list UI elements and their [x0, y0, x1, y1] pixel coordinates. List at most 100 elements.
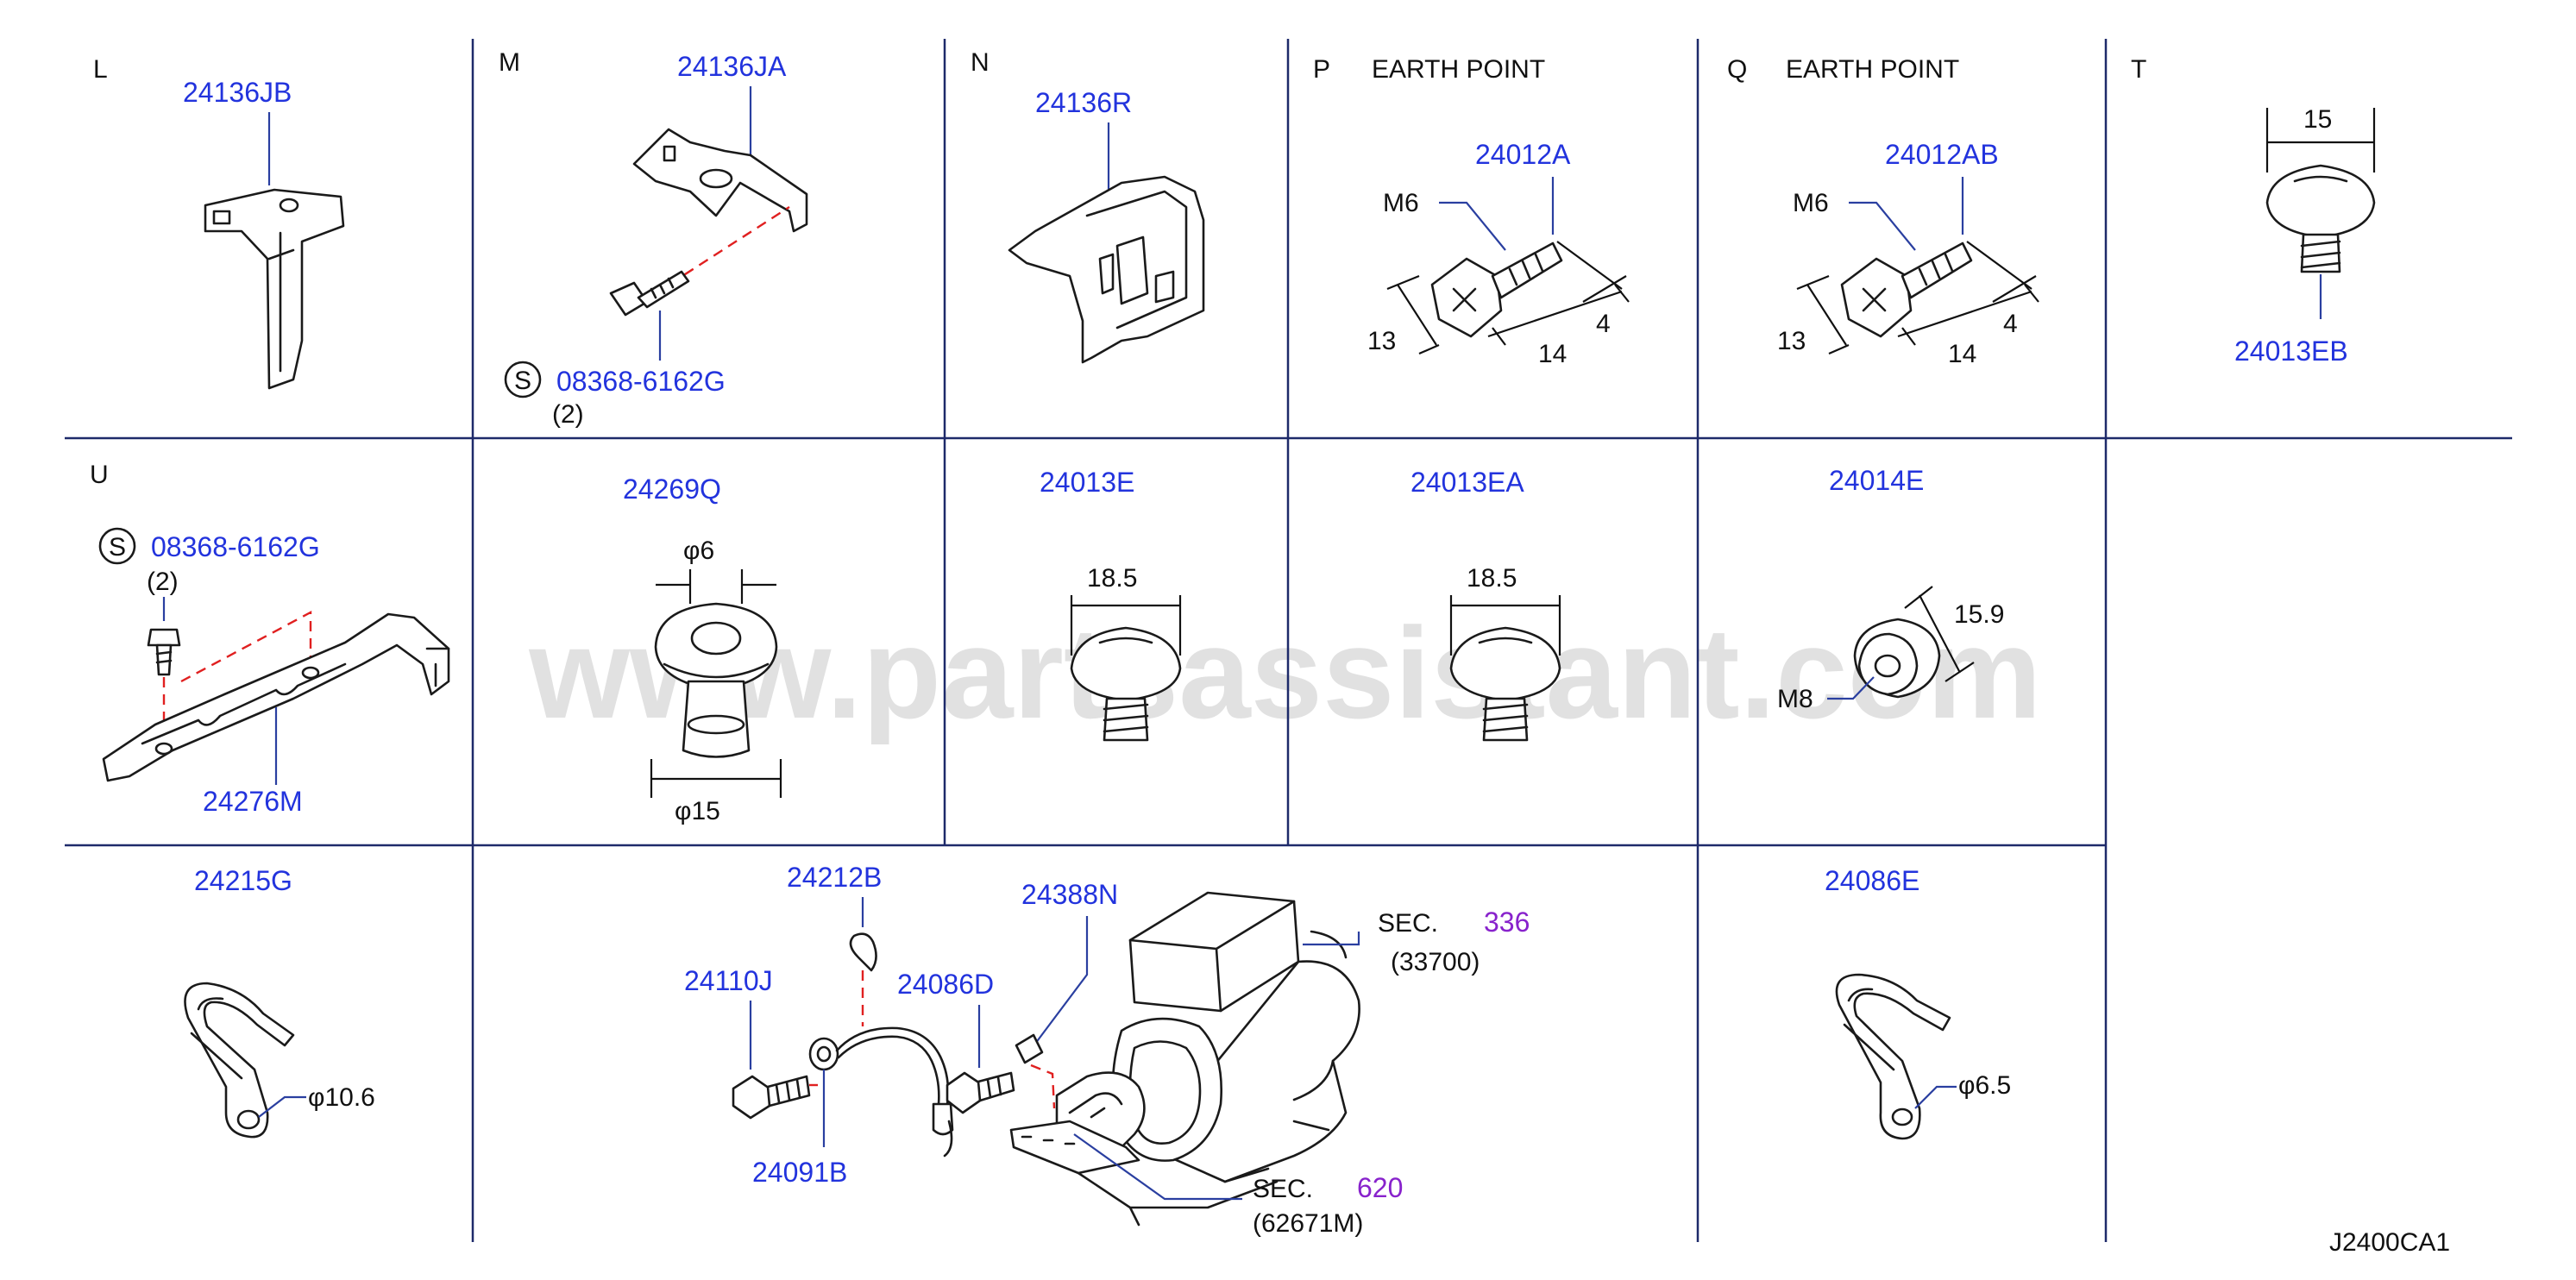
push-clip-drawing — [1070, 626, 1182, 742]
bolt2-drawing — [946, 1071, 1015, 1114]
part-number[interactable]: 24215G — [194, 865, 292, 896]
watermark: www.partsassistant.com — [528, 600, 2041, 745]
dim-line — [1070, 595, 1182, 656]
dim-line — [1966, 241, 2037, 303]
cable-tie-drawing — [849, 932, 877, 972]
quantity: (2) — [147, 568, 179, 596]
harness-clamp-drawing — [1835, 973, 1951, 1140]
thread-size: M6 — [1383, 189, 1419, 217]
screw-drawing — [609, 270, 690, 317]
push-clip-drawing — [2265, 164, 2376, 273]
dim-line — [656, 569, 776, 604]
dim-line — [1487, 284, 1630, 346]
screw-drawing — [147, 628, 181, 676]
bracket-24136ja-drawing — [632, 128, 808, 233]
dim-value: 18.5 — [1467, 564, 1517, 593]
dim-line — [1904, 586, 1975, 682]
dim-value: 15 — [2303, 105, 2332, 134]
part-number[interactable]: 24013EA — [1411, 467, 1524, 498]
dim-value: 14 — [1948, 340, 1976, 368]
dim-value: φ6 — [683, 536, 714, 565]
leader-line — [1073, 1133, 1242, 1201]
dim-value: φ6.5 — [1958, 1071, 2011, 1100]
part-number[interactable]: 24013EB — [2234, 336, 2348, 367]
leader-line — [1914, 1085, 1957, 1109]
cell-l: L 24136JB — [93, 55, 345, 390]
part-number[interactable]: 24136JA — [677, 51, 787, 82]
sec-number[interactable]: 620 — [1357, 1172, 1403, 1203]
bolt-drawing — [732, 1075, 811, 1120]
screw-part-number[interactable]: 08368-6162G — [556, 366, 726, 397]
leader-line — [1303, 932, 1360, 946]
part-number[interactable]: 24136R — [1035, 87, 1132, 118]
dim-line — [1897, 284, 2039, 346]
cell-letter: M — [499, 48, 520, 77]
part-number[interactable]: 24012AB — [1885, 139, 1999, 170]
screw-symbol-circle — [98, 527, 136, 565]
leader-line — [1827, 676, 1875, 700]
screw-part-number[interactable]: 08368-6162G — [151, 531, 320, 562]
screw-symbol: S — [514, 367, 531, 395]
ring-part-number[interactable]: 24091B — [752, 1157, 847, 1188]
dim-value: 13 — [1367, 327, 1396, 355]
cell-grommet: 24269Q φ6 φ15 — [623, 474, 782, 825]
dim-line — [1796, 274, 1850, 355]
cell-letter: L — [93, 55, 108, 84]
cell-letter: U — [90, 461, 109, 489]
cell-t: T 15 24013EB — [2131, 55, 2376, 367]
dim-value: φ15 — [675, 797, 720, 825]
cell-letter: N — [971, 48, 990, 77]
screw-symbol-circle — [504, 361, 542, 398]
thread-size: M6 — [1793, 189, 1829, 217]
sec-number[interactable]: 336 — [1484, 907, 1530, 938]
sec-subref: (33700) — [1391, 948, 1480, 976]
clip-part-number[interactable]: 24388N — [1021, 879, 1118, 910]
dim-line — [1449, 595, 1561, 656]
part-number[interactable]: 24014E — [1829, 465, 1924, 496]
part-number[interactable]: 24136JB — [183, 77, 292, 108]
bolt-part-number[interactable]: 24110J — [684, 965, 773, 996]
clip-nut-drawing — [1853, 618, 1941, 699]
sec-label: SEC. — [1253, 1175, 1313, 1203]
cell-m: M 24136JA S 08368-6162G (2) — [499, 48, 808, 429]
cell-nut-24014e: 24014E 15.9 M8 — [1777, 465, 2004, 713]
dim-line — [1556, 241, 1627, 303]
screw-symbol: S — [109, 533, 126, 562]
part-number[interactable]: 24012A — [1475, 139, 1571, 170]
dim-value: φ10.6 — [308, 1083, 375, 1112]
leader-line — [1439, 201, 1506, 251]
ground-cable-drawing — [808, 1026, 954, 1158]
bolt2-part-number[interactable]: 24086D — [897, 969, 994, 1000]
cell-ground-assembly: 24212B 24110J 24091B 24086D 243 — [684, 862, 1530, 1238]
cell-q: Q EARTH POINT 24012AB M6 13 14 4 — [1727, 55, 2039, 368]
cell-u: U S 08368-6162G (2) 24276M — [90, 461, 450, 817]
harness-clip-drawing — [1015, 1033, 1044, 1064]
sec-label: SEC. — [1378, 909, 1438, 938]
leader-line — [1849, 201, 1916, 251]
dim-line — [1386, 274, 1440, 355]
part-number[interactable]: 24086E — [1825, 865, 1919, 896]
part-number[interactable]: 24269Q — [623, 474, 721, 505]
earth-bolt-drawing — [1840, 242, 1973, 338]
dim-value: 14 — [1538, 340, 1567, 368]
cell-clip-24013e: 24013E 18.5 — [1040, 467, 1182, 742]
fastening-line — [1030, 1064, 1056, 1109]
cell-clamp-24215g: 24215G φ10.6 — [184, 865, 375, 1139]
part-number[interactable]: 24013E — [1040, 467, 1134, 498]
tie-part-number[interactable]: 24212B — [787, 862, 882, 893]
transfer-case-drawing — [1009, 891, 1360, 1227]
cell-p: P EARTH POINT 24012A M6 13 14 4 — [1313, 55, 1630, 368]
dim-value: 4 — [1596, 310, 1611, 338]
thread-size: M8 — [1777, 685, 1813, 713]
cell-clamp-24086e: 24086E φ6.5 — [1825, 865, 2011, 1140]
cell-title: EARTH POINT — [1372, 55, 1545, 84]
cell-letter: T — [2131, 55, 2146, 84]
sec-subref: (62671M) — [1253, 1209, 1363, 1238]
earth-bolt-drawing — [1430, 242, 1563, 338]
part-number[interactable]: 24276M — [203, 786, 303, 817]
grommet-drawing — [654, 602, 778, 758]
dim-value: 18.5 — [1087, 564, 1137, 593]
harness-protector-drawing — [102, 612, 450, 782]
dim-value: 4 — [2003, 310, 2018, 338]
